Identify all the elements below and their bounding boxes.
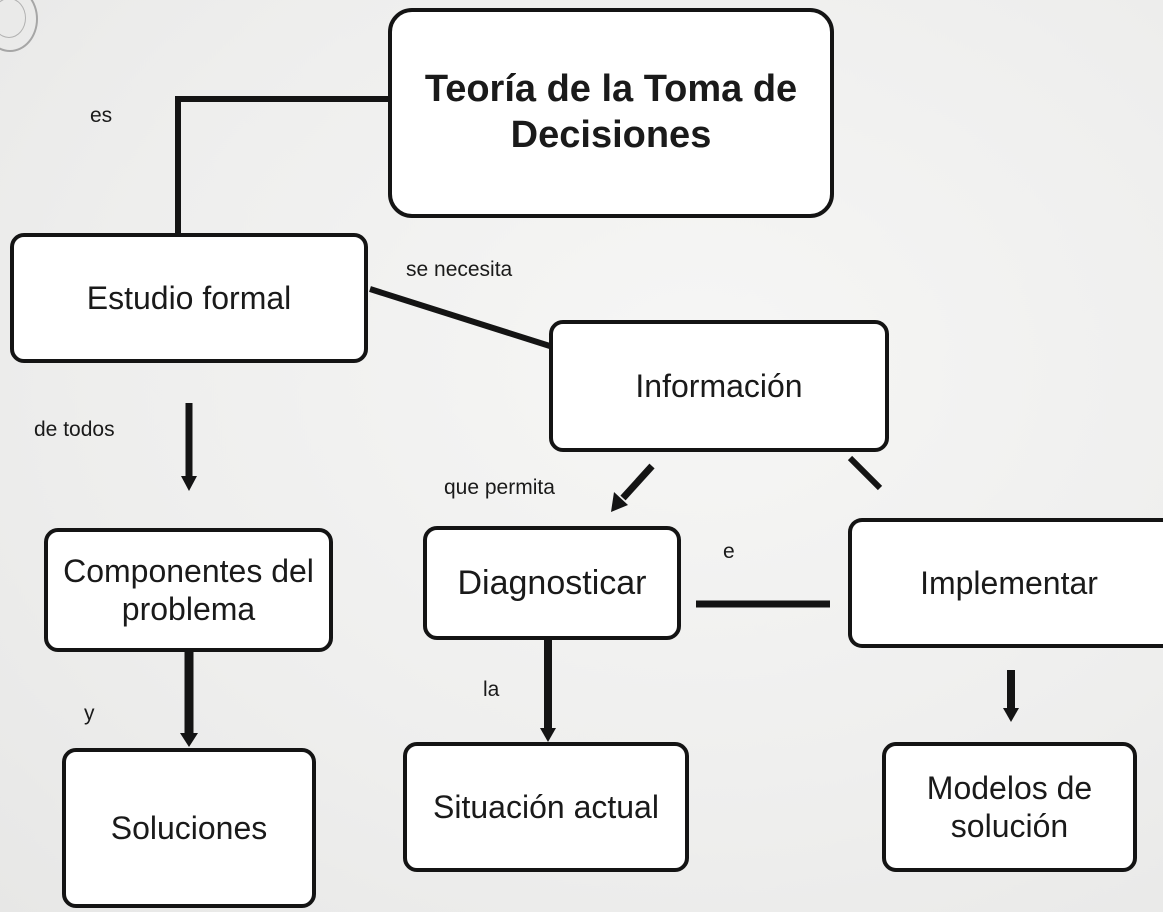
node-root-topic: Teoría de la Toma de Decisiones xyxy=(388,8,834,218)
arrowhead-diagnosticar-situacion xyxy=(540,728,556,742)
connector-root-estudio xyxy=(175,96,392,238)
link-label-se-necesita: se necesita xyxy=(406,258,513,281)
link-label-e: e xyxy=(723,540,735,563)
arrowhead-componentes-soluciones xyxy=(180,733,198,747)
node-situacion: Situación actual xyxy=(403,742,689,872)
link-label-de-todos: de todos xyxy=(34,418,115,441)
connector-estudio-informacion xyxy=(369,286,554,350)
arrowhead-informacion-diagnosticar xyxy=(611,492,628,512)
link-label-es: es xyxy=(90,104,113,127)
connector-informacion-implementar xyxy=(847,455,883,491)
arrowhead-implementar-modelos xyxy=(1003,708,1019,722)
node-diagnosticar: Diagnosticar xyxy=(423,526,681,640)
node-soluciones: Soluciones xyxy=(62,748,316,908)
node-estudio-formal: Estudio formal xyxy=(10,233,368,363)
node-informacion: Información xyxy=(549,320,889,452)
link-label-que-permita: que permita xyxy=(444,476,555,499)
node-implementar: Implementar xyxy=(848,518,1163,648)
arrowhead-estudio-componentes xyxy=(181,476,197,491)
node-modelos: Modelos de solución xyxy=(882,742,1137,872)
link-label-y: y xyxy=(84,702,95,725)
link-label-la: la xyxy=(483,678,500,701)
arrow-informacion-diagnosticar xyxy=(620,463,655,501)
node-componentes: Componentes del problema xyxy=(44,528,333,652)
